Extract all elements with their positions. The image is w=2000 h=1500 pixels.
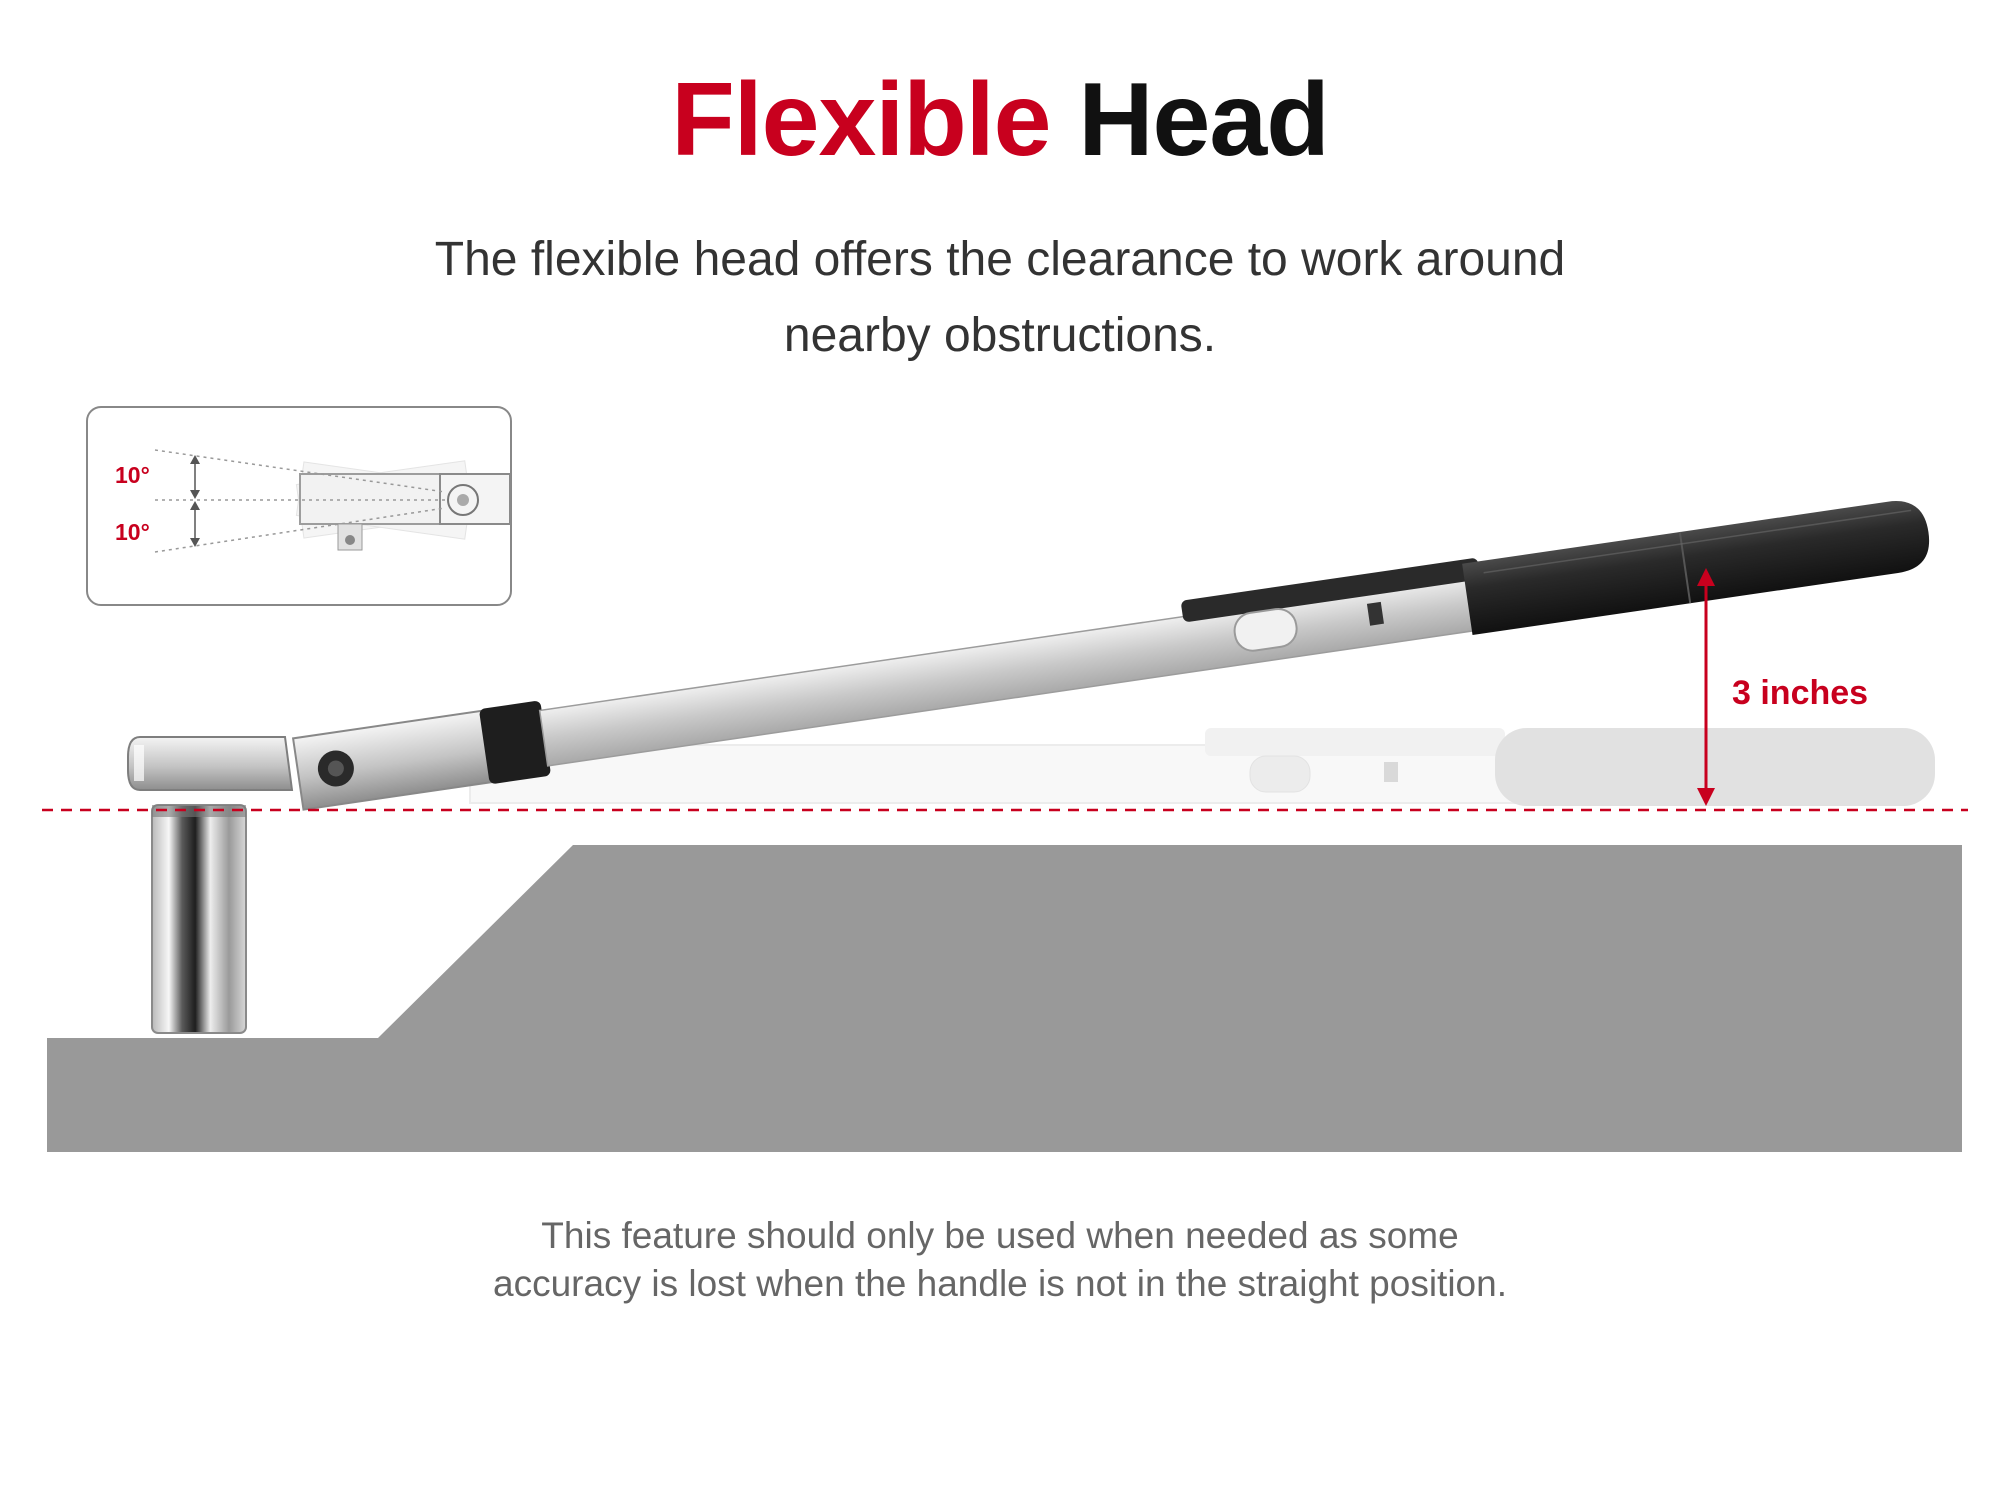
clearance-arrow xyxy=(1697,568,1715,806)
wrench-tilted xyxy=(291,501,1930,811)
obstruction-block xyxy=(47,845,1962,1152)
title-accent: Flexible xyxy=(671,62,1051,178)
wrench-head xyxy=(127,736,294,791)
title-rest: Head xyxy=(1078,62,1329,178)
page-title: Flexible Head xyxy=(0,68,2000,172)
subtitle-line-1: The flexible head offers the clearance t… xyxy=(434,233,1566,286)
clearance-label: 3 inches xyxy=(1732,674,1868,712)
angle-down-label: 10° xyxy=(115,519,150,545)
ghost-wrench-straight xyxy=(469,728,1935,806)
angle-inset: 10° 10° xyxy=(86,406,512,606)
subtitle: The flexible head offers the clearance t… xyxy=(400,222,1600,374)
footnote: This feature should only be used when ne… xyxy=(420,1212,1580,1308)
subtitle-line-2: nearby obstructions. xyxy=(783,309,1217,362)
socket xyxy=(151,804,247,1034)
footnote-line-1: This feature should only be used when ne… xyxy=(541,1215,1459,1256)
angle-up-label: 10° xyxy=(115,462,150,488)
footnote-line-2: accuracy is lost when the handle is not … xyxy=(493,1263,1507,1304)
